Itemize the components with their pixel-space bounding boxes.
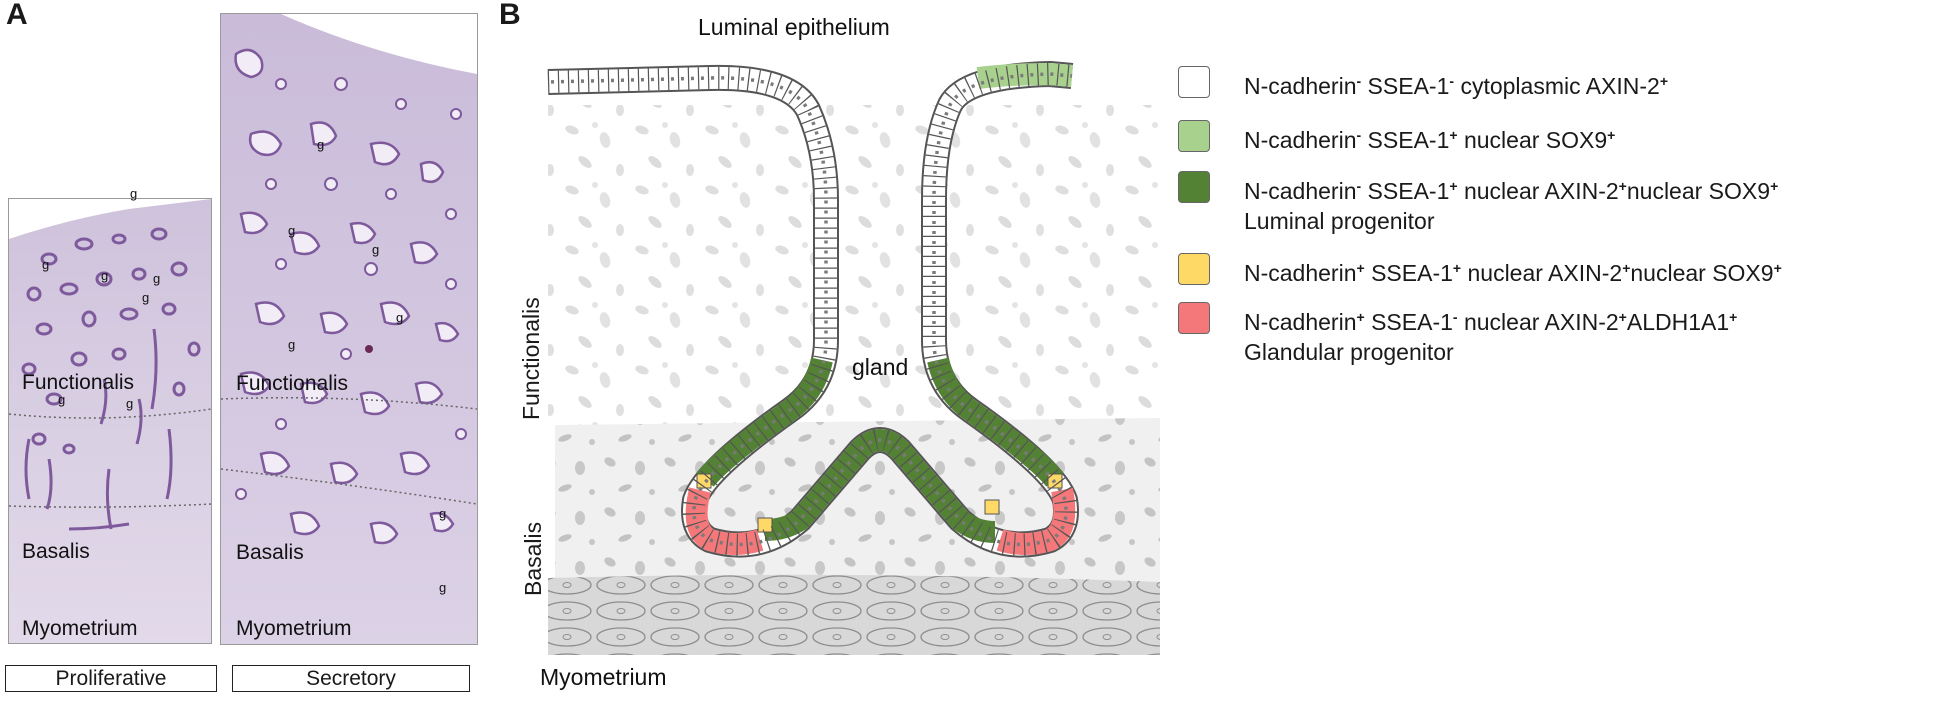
proliferative-functionalis-label: Functionalis bbox=[22, 371, 135, 394]
legend-text: N-cadherin- SSEA-1+ nuclear AXIN-2+nucle… bbox=[1244, 178, 1779, 234]
legend-subtitle: Glandular progenitor bbox=[1244, 339, 1454, 365]
gland-marker: g bbox=[101, 268, 109, 283]
proliferative-myometrium-label: Myometrium bbox=[22, 617, 138, 640]
legend-item: N-cadherin+ SSEA-1+ nuclear AXIN-2+nucle… bbox=[1178, 253, 1782, 288]
secretory-basalis-label: Basalis bbox=[236, 541, 304, 564]
legend-item: N-cadherin- SSEA-1+ nuclear AXIN-2+nucle… bbox=[1178, 171, 1778, 236]
gland-marker: g bbox=[130, 186, 138, 201]
basalis-label: Basalis bbox=[520, 521, 546, 596]
gland-marker: g bbox=[153, 271, 161, 286]
gland-marker: g bbox=[396, 310, 404, 325]
gland-marker: g bbox=[439, 506, 447, 521]
proliferative-phase-label: Proliferative bbox=[5, 665, 217, 692]
legend-item: N-cadherin- SSEA-1+ nuclear SOX9+ bbox=[1178, 120, 1615, 155]
secretory-myometrium-label: Myometrium bbox=[236, 617, 352, 640]
legend-text: N-cadherin- SSEA-1- cytoplasmic AXIN-2+ bbox=[1244, 73, 1669, 99]
secretory-functionalis-label: Functionalis bbox=[236, 372, 349, 395]
gland-marker: g bbox=[288, 223, 296, 238]
secretory-tissue-illustration bbox=[221, 14, 477, 644]
functionalis-label: Functionalis bbox=[518, 297, 544, 420]
gland-marker: g bbox=[439, 580, 447, 595]
secretory-histology-image bbox=[220, 13, 478, 645]
myometrium-label: Myometrium bbox=[540, 664, 667, 690]
legend-subtitle: Luminal progenitor bbox=[1244, 208, 1435, 234]
panel-a-letter: A bbox=[6, 0, 28, 31]
gland-marker: g bbox=[288, 337, 296, 352]
gland-marker: g bbox=[317, 137, 325, 152]
proliferative-histology-image bbox=[8, 198, 212, 644]
legend-text: N-cadherin+ SSEA-1- nuclear AXIN-2+ALDH1… bbox=[1244, 309, 1738, 365]
gland-marker: g bbox=[142, 290, 150, 305]
legend-swatch bbox=[1178, 171, 1210, 203]
panel-b-letter: B bbox=[499, 0, 521, 31]
gland-label: gland bbox=[852, 354, 909, 380]
legend-swatch bbox=[1178, 253, 1210, 285]
proliferative-tissue-illustration bbox=[9, 199, 211, 643]
legend-swatch bbox=[1178, 66, 1210, 98]
legend-swatch bbox=[1178, 302, 1210, 334]
gland-marker: g bbox=[42, 257, 50, 272]
legend-item: N-cadherin- SSEA-1- cytoplasmic AXIN-2+ bbox=[1178, 66, 1668, 101]
proliferative-basalis-label: Basalis bbox=[22, 540, 90, 563]
gland-marker: g bbox=[58, 392, 66, 407]
luminal-epithelium-label: Luminal epithelium bbox=[698, 14, 890, 40]
gland-marker: g bbox=[126, 396, 134, 411]
gland-marker: g bbox=[372, 242, 380, 257]
legend-text: N-cadherin+ SSEA-1+ nuclear AXIN-2+nucle… bbox=[1244, 260, 1782, 286]
legend-swatch bbox=[1178, 120, 1210, 152]
secretory-phase-label: Secretory bbox=[232, 665, 470, 692]
legend-item: N-cadherin+ SSEA-1- nuclear AXIN-2+ALDH1… bbox=[1178, 302, 1737, 367]
legend-text: N-cadherin- SSEA-1+ nuclear SOX9+ bbox=[1244, 127, 1616, 153]
